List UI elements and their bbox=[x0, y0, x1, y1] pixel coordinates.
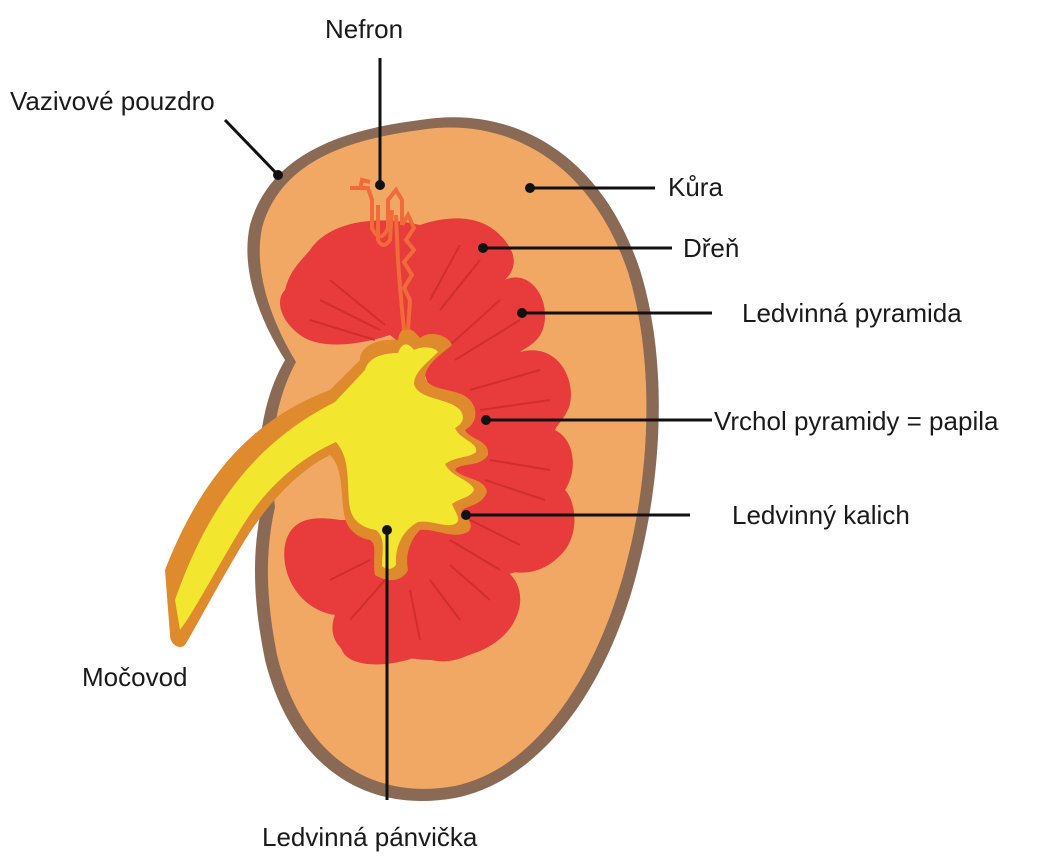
leader-nefron-dot bbox=[375, 180, 385, 190]
label-vazivove-pouzdro: Vazivové pouzdro bbox=[10, 86, 215, 116]
label-mocovod: Močovod bbox=[82, 662, 188, 692]
label-kura: Kůra bbox=[668, 172, 723, 202]
label-ledvinna-panvicka: Ledvinná pánvička bbox=[262, 822, 478, 852]
leader-vazivove-pouzdro-dot bbox=[273, 170, 283, 180]
leader-ledvinny-kalich-dot bbox=[461, 510, 471, 520]
leader-vrchol-pyramidy-dot bbox=[481, 415, 491, 425]
label-ledvinny-kalich: Ledvinný kalich bbox=[732, 500, 910, 530]
label-ledvinna-pyramida: Ledvinná pyramida bbox=[742, 298, 962, 328]
leader-ledvinna-panvicka-dot bbox=[382, 525, 392, 535]
leader-ledvinna-pyramida-dot bbox=[517, 308, 527, 318]
leader-vazivove-pouzdro bbox=[225, 120, 278, 175]
leader-kura-dot bbox=[525, 183, 535, 193]
label-nefron: Nefron bbox=[325, 14, 403, 44]
label-vrchol-pyramidy: Vrchol pyramidy = papila bbox=[714, 406, 999, 436]
label-dren: Dřeň bbox=[683, 233, 739, 263]
leader-dren-dot bbox=[478, 243, 488, 253]
